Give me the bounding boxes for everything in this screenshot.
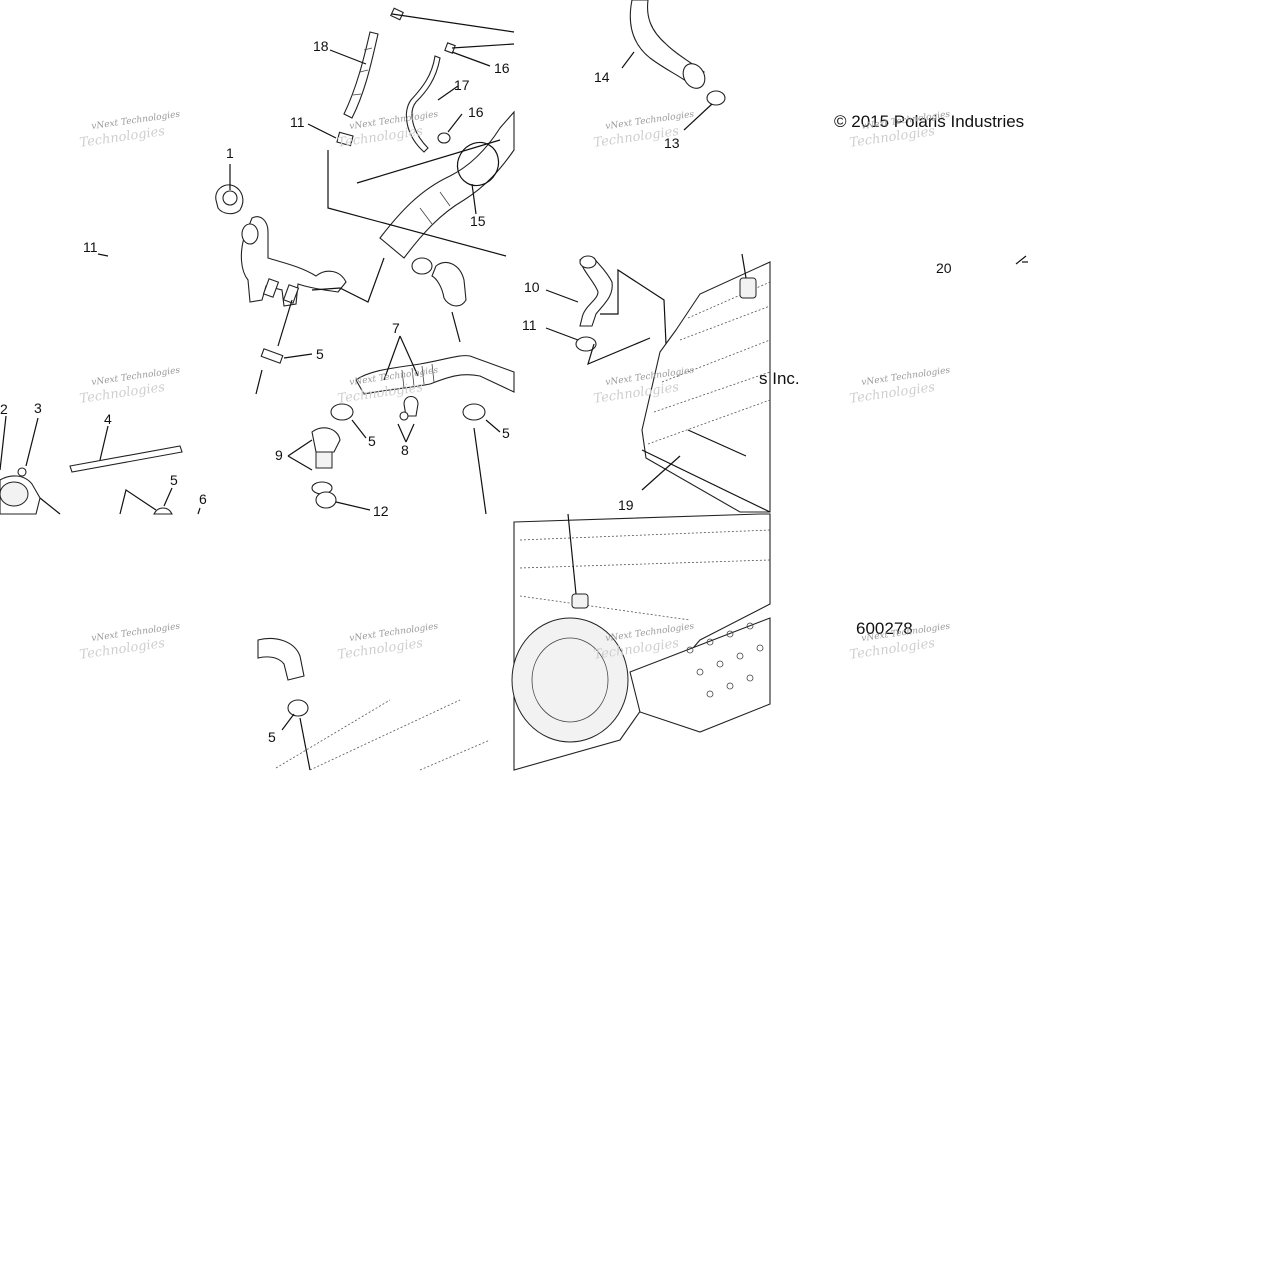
callout-15: 15 — [470, 213, 486, 229]
hose-17 — [405, 55, 441, 153]
callout-18: 18 — [313, 38, 329, 54]
clamp-16b — [437, 132, 451, 144]
cap-1 — [215, 184, 244, 215]
callout-11-a: 11 — [290, 114, 305, 130]
hose-18 — [343, 31, 379, 119]
callout-5-c: 5 — [502, 425, 510, 441]
hose-lower-left — [257, 638, 305, 681]
clamp-12 — [315, 491, 337, 509]
callout-12: 12 — [373, 503, 389, 519]
clamp-5-lower — [287, 699, 309, 717]
callout-labels: 1 2 3 4 5 5 5 5 5 6 7 8 9 10 11 11 11 12… — [0, 38, 952, 745]
reservoir — [240, 216, 347, 307]
clamp-13 — [706, 90, 726, 106]
callout-9: 9 — [275, 447, 283, 463]
callout-11-b: 11 — [522, 317, 537, 333]
callout-1: 1 — [226, 145, 234, 161]
callout-5-e: 5 — [268, 729, 276, 745]
leader-lines — [0, 49, 713, 731]
callout-2: 2 — [0, 401, 8, 417]
copyright-notice: © 2015 Polaris Industries — [834, 112, 1024, 131]
callout-8: 8 — [401, 442, 409, 458]
callout-11-c: 11 — [83, 239, 98, 255]
callout-5-d: 5 — [170, 472, 178, 488]
callout-16-b: 16 — [468, 104, 484, 120]
clamp-11-right — [575, 336, 597, 352]
hose-15 — [356, 110, 515, 259]
clamp-11-top — [336, 131, 354, 147]
pump-2 — [0, 475, 41, 515]
copyright-fragment: s Inc. — [759, 369, 800, 388]
clamp-8 — [399, 395, 419, 421]
hose-elbow — [411, 257, 467, 307]
hose-10 — [579, 255, 613, 327]
callout-7: 7 — [392, 320, 400, 336]
panel-holes — [686, 622, 764, 698]
callout-6: 6 — [199, 491, 207, 507]
callout-10: 10 — [524, 279, 540, 295]
callout-16-a: 16 — [494, 60, 510, 76]
callout-3: 3 — [34, 400, 42, 416]
callout-20: 20 — [936, 260, 952, 276]
callout-17: 17 — [454, 77, 470, 93]
callout-5-a: 5 — [316, 346, 324, 362]
frame-19 — [641, 261, 771, 513]
clamp-16a — [444, 42, 456, 54]
hose-14 — [629, 0, 706, 89]
clip-5-left — [260, 348, 284, 364]
fitting-5-left — [153, 507, 173, 515]
clamp-5-right — [462, 403, 486, 421]
small-part-top — [390, 7, 404, 21]
clamp-5-mid — [330, 403, 354, 421]
thermostat-9 — [311, 427, 341, 495]
callout-13: 13 — [664, 135, 680, 151]
tube-4 — [69, 445, 183, 473]
lower-frame — [511, 513, 771, 771]
callout-19: 19 — [618, 497, 634, 513]
bolt-3 — [17, 467, 27, 477]
callout-5-b: 5 — [368, 433, 376, 449]
callout-14: 14 — [594, 69, 610, 85]
callout-4: 4 — [104, 411, 112, 427]
figure-number: 600278 — [856, 619, 913, 638]
hose-7 — [355, 355, 515, 395]
